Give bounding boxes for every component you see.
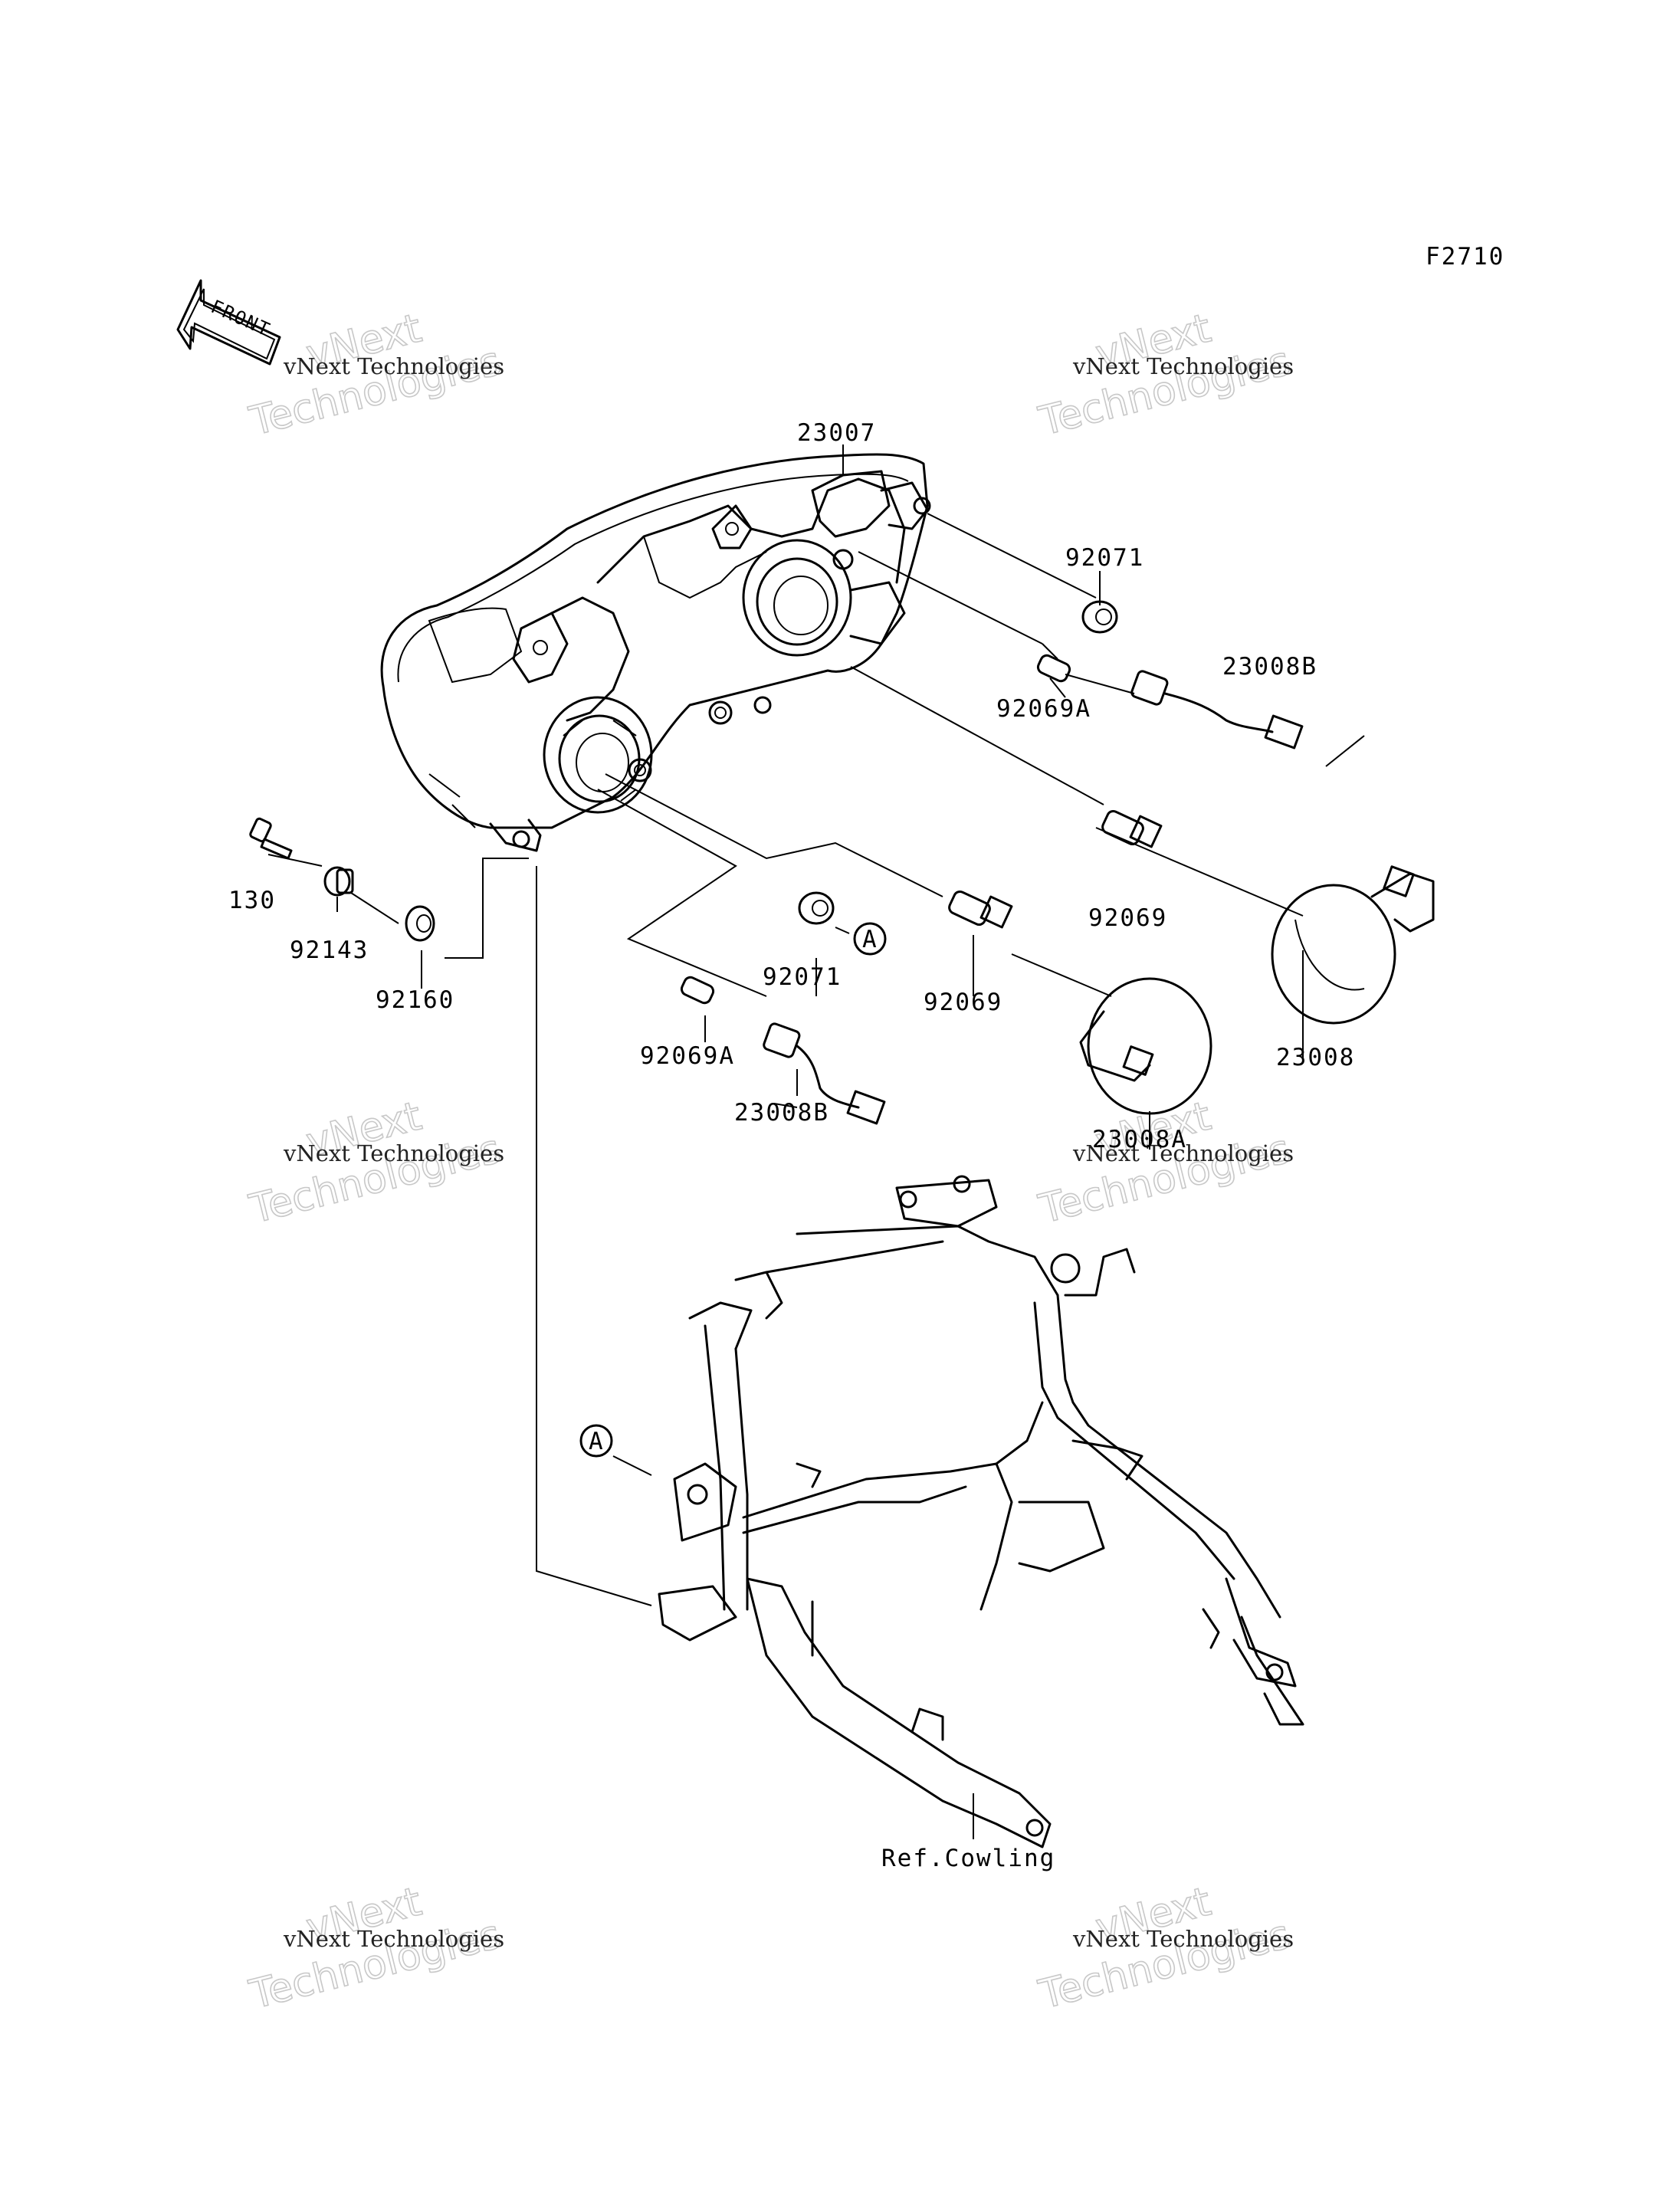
label-92071-mid: 92071 <box>763 963 842 991</box>
socket-23008B-low <box>763 1022 886 1125</box>
leader-lines <box>267 444 1365 1839</box>
label-92069A-top: 92069A <box>996 695 1091 723</box>
label-130: 130 <box>228 887 276 914</box>
cowling-stay-frame <box>658 1175 1304 1848</box>
collar-92143 <box>323 866 354 897</box>
svg-text:A: A <box>589 1428 605 1455</box>
cap-23008-right <box>1271 865 1435 1025</box>
label-23008: 23008 <box>1276 1044 1355 1071</box>
label-ref-cowling: Ref.Cowling <box>881 1845 1055 1872</box>
label-23008A: 23008A <box>1092 1126 1187 1153</box>
headlight-assembly <box>380 453 931 852</box>
svg-text:vNext Technologies: vNext Technologies <box>283 1140 504 1166</box>
label-23008B-top: 23008B <box>1222 653 1317 681</box>
bulb-92069-mid <box>948 890 1013 929</box>
damper-92160 <box>405 905 435 942</box>
label-92069-mid: 92069 <box>924 989 1002 1016</box>
socket-23008B-top <box>1130 670 1304 750</box>
svg-text:vNext Technologies: vNext Technologies <box>1072 1140 1294 1166</box>
label-23008B-low: 23008B <box>734 1099 829 1127</box>
svg-text:A: A <box>862 926 878 953</box>
cap-23008A <box>1079 977 1212 1115</box>
bulb-92069A-low <box>680 976 715 1005</box>
svg-text:vNext Technologies: vNext Technologies <box>1072 353 1294 379</box>
svg-text:vNext Technologies: vNext Technologies <box>283 1926 504 1952</box>
figure-code: F2710 <box>1426 243 1504 271</box>
bulb-92069A-top <box>1036 654 1135 694</box>
grommet-92071-top <box>1081 600 1118 634</box>
label-92071-top: 92071 <box>1065 544 1144 572</box>
svg-text:vNext Technologies: vNext Technologies <box>1072 1926 1294 1952</box>
label-92160: 92160 <box>376 986 454 1014</box>
front-arrow-icon: FRONT <box>176 279 281 366</box>
marker-a-low: A <box>579 1424 613 1458</box>
grommet-92071-mid <box>798 891 835 925</box>
label-23007: 23007 <box>797 419 876 447</box>
part-labels: 23007 92071 92069A 23008B 130 92143 9216… <box>228 419 1355 1872</box>
svg-text:vNext Technologies: vNext Technologies <box>283 353 504 379</box>
bolt-130 <box>249 817 293 860</box>
marker-a-mid: A <box>853 922 887 956</box>
label-92069A-low: 92069A <box>640 1042 735 1070</box>
label-92069-right: 92069 <box>1088 904 1167 932</box>
bulb-92069-right <box>1101 809 1163 848</box>
label-92143: 92143 <box>290 936 369 964</box>
